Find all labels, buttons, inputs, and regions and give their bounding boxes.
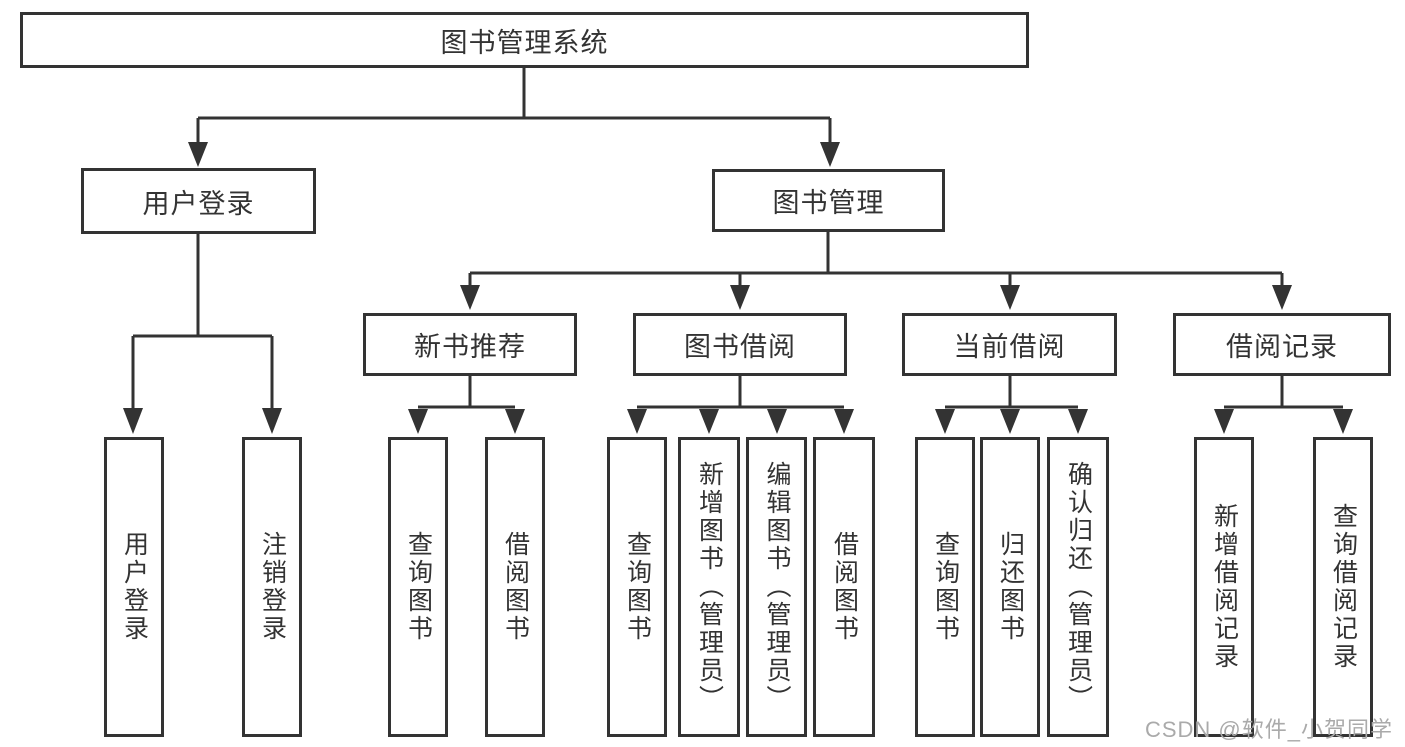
leaf-logout: 注销登录 — [242, 437, 302, 737]
leaf-query-books-2: 查询图书 — [607, 437, 667, 737]
arrowhead — [1000, 285, 1020, 310]
csdn-watermark: CSDN @软件_小贺同学 — [1144, 717, 1393, 742]
leaf-return-book: 归还图书 — [980, 437, 1040, 737]
arrowhead — [1068, 409, 1088, 434]
connector-book-mgmt-to-level3 — [460, 232, 1292, 310]
leaf-confirm-return-admin: 确认归还（管理员） — [1047, 437, 1109, 737]
leaf-edit-book-admin: 编辑图书（管理员） — [746, 437, 807, 737]
node-borrow-records: 借阅记录 — [1173, 313, 1391, 376]
node-root-system: 图书管理系统 — [20, 12, 1029, 68]
arrowhead — [123, 408, 143, 434]
leaf-borrow-books-2: 借阅图书 — [813, 437, 875, 737]
connector-current-borrow-to-leaves — [935, 376, 1088, 434]
arrowhead — [262, 408, 282, 434]
node-book-mgmt: 图书管理 — [712, 169, 945, 232]
arrowhead — [408, 409, 428, 434]
leaf-add-book-admin: 新增图书（管理员） — [678, 437, 740, 737]
node-user-login: 用户登录 — [81, 168, 316, 234]
leaf-add-borrow-record: 新增借阅记录 — [1194, 437, 1254, 737]
arrowhead — [699, 409, 719, 434]
connector-borrow-records-to-leaves — [1214, 376, 1353, 434]
node-book-borrow: 图书借阅 — [633, 313, 847, 376]
arrowhead — [820, 142, 840, 167]
leaf-query-borrow-record: 查询借阅记录 — [1313, 437, 1373, 737]
connector-new-books-to-leaves — [408, 376, 525, 434]
arrowhead — [1214, 409, 1234, 434]
arrowhead — [730, 285, 750, 310]
arrowhead — [460, 285, 480, 310]
arrowhead — [627, 409, 647, 434]
leaf-query-books-1: 查询图书 — [388, 437, 448, 737]
connector-book-borrow-to-leaves — [627, 376, 854, 434]
leaf-query-books-3: 查询图书 — [915, 437, 975, 737]
node-new-books: 新书推荐 — [363, 313, 577, 376]
connector-user-login-to-leaves — [123, 234, 282, 434]
leaf-borrow-books-1: 借阅图书 — [485, 437, 545, 737]
arrowhead — [767, 409, 787, 434]
arrowhead — [935, 409, 955, 434]
arrowhead — [1000, 409, 1020, 434]
connector-root-to-level2 — [188, 68, 840, 167]
arrowhead — [188, 142, 208, 167]
arrowhead — [1272, 285, 1292, 310]
leaf-user-login: 用户登录 — [104, 437, 164, 737]
node-current-borrow: 当前借阅 — [902, 313, 1117, 376]
arrowhead — [1333, 409, 1353, 434]
arrowhead — [834, 409, 854, 434]
arrowhead — [505, 409, 525, 434]
